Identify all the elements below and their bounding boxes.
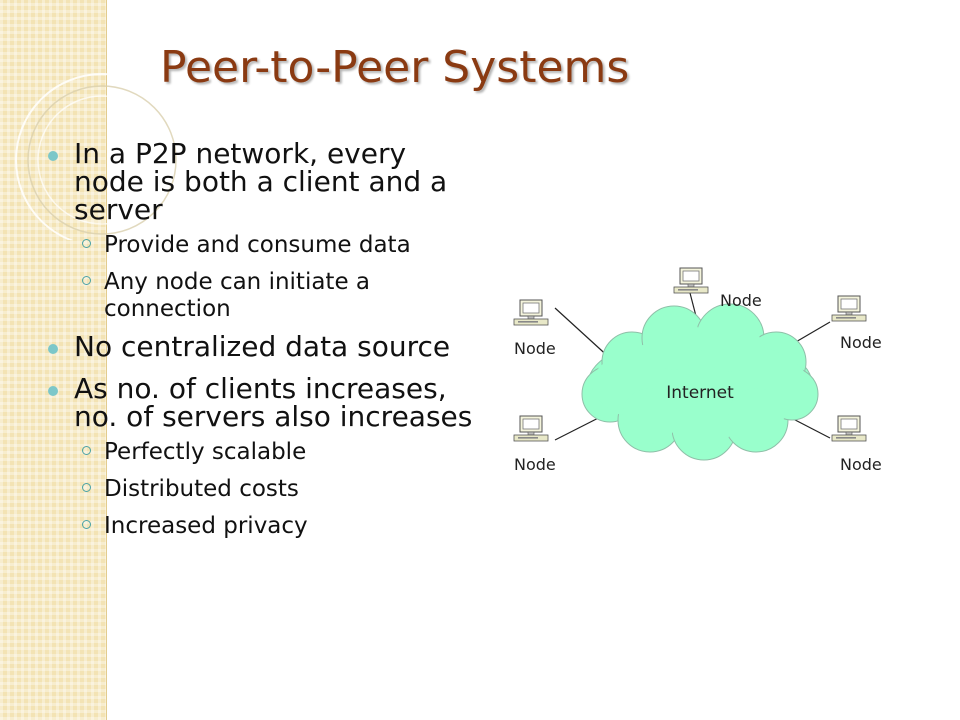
node-top: Node	[673, 267, 762, 310]
bullet-list: In a P2P network, every node is both a c…	[48, 140, 478, 550]
node-label: Node	[720, 291, 762, 310]
node-top-left: Node	[513, 299, 556, 358]
sub-bullet-item: Any node can initiate a connection	[74, 269, 478, 323]
computer-icon	[831, 415, 867, 442]
internet-label: Internet	[666, 383, 734, 403]
sub-bullet-item: Increased privacy	[74, 513, 478, 540]
p2p-network-diagram: Internet Node Node Node Node Node	[513, 267, 882, 474]
node-bottom-left: Node	[513, 415, 556, 474]
sub-bullet-list: Perfectly scalable Distributed costs Inc…	[74, 439, 478, 540]
computer-icon	[673, 267, 709, 294]
bullet-text: As no. of clients increases, no. of serv…	[74, 372, 473, 433]
sub-bullet-item: Perfectly scalable	[74, 439, 478, 466]
computer-icon	[513, 299, 549, 326]
sub-bullet-item: Distributed costs	[74, 476, 478, 503]
node-label: Node	[840, 455, 882, 474]
node-bottom-right: Node	[831, 415, 882, 474]
node-top-right: Node	[831, 295, 882, 352]
node-label: Node	[840, 333, 882, 352]
bullet-text: No centralized data source	[74, 330, 451, 363]
node-label: Node	[514, 455, 556, 474]
sub-bullet-item: Provide and consume data	[74, 232, 478, 259]
node-label: Node	[514, 339, 556, 358]
sub-bullet-list: Provide and consume data Any node can in…	[74, 232, 478, 323]
computer-icon	[513, 415, 549, 442]
computer-icon	[831, 295, 867, 322]
slide-title: Peer-to-Peer Systems	[160, 42, 630, 93]
bullet-item: As no. of clients increases, no. of serv…	[48, 375, 478, 540]
bullet-text: In a P2P network, every node is both a c…	[74, 137, 448, 226]
bullet-item: In a P2P network, every node is both a c…	[48, 140, 478, 323]
bullet-item: No centralized data source	[48, 333, 478, 361]
